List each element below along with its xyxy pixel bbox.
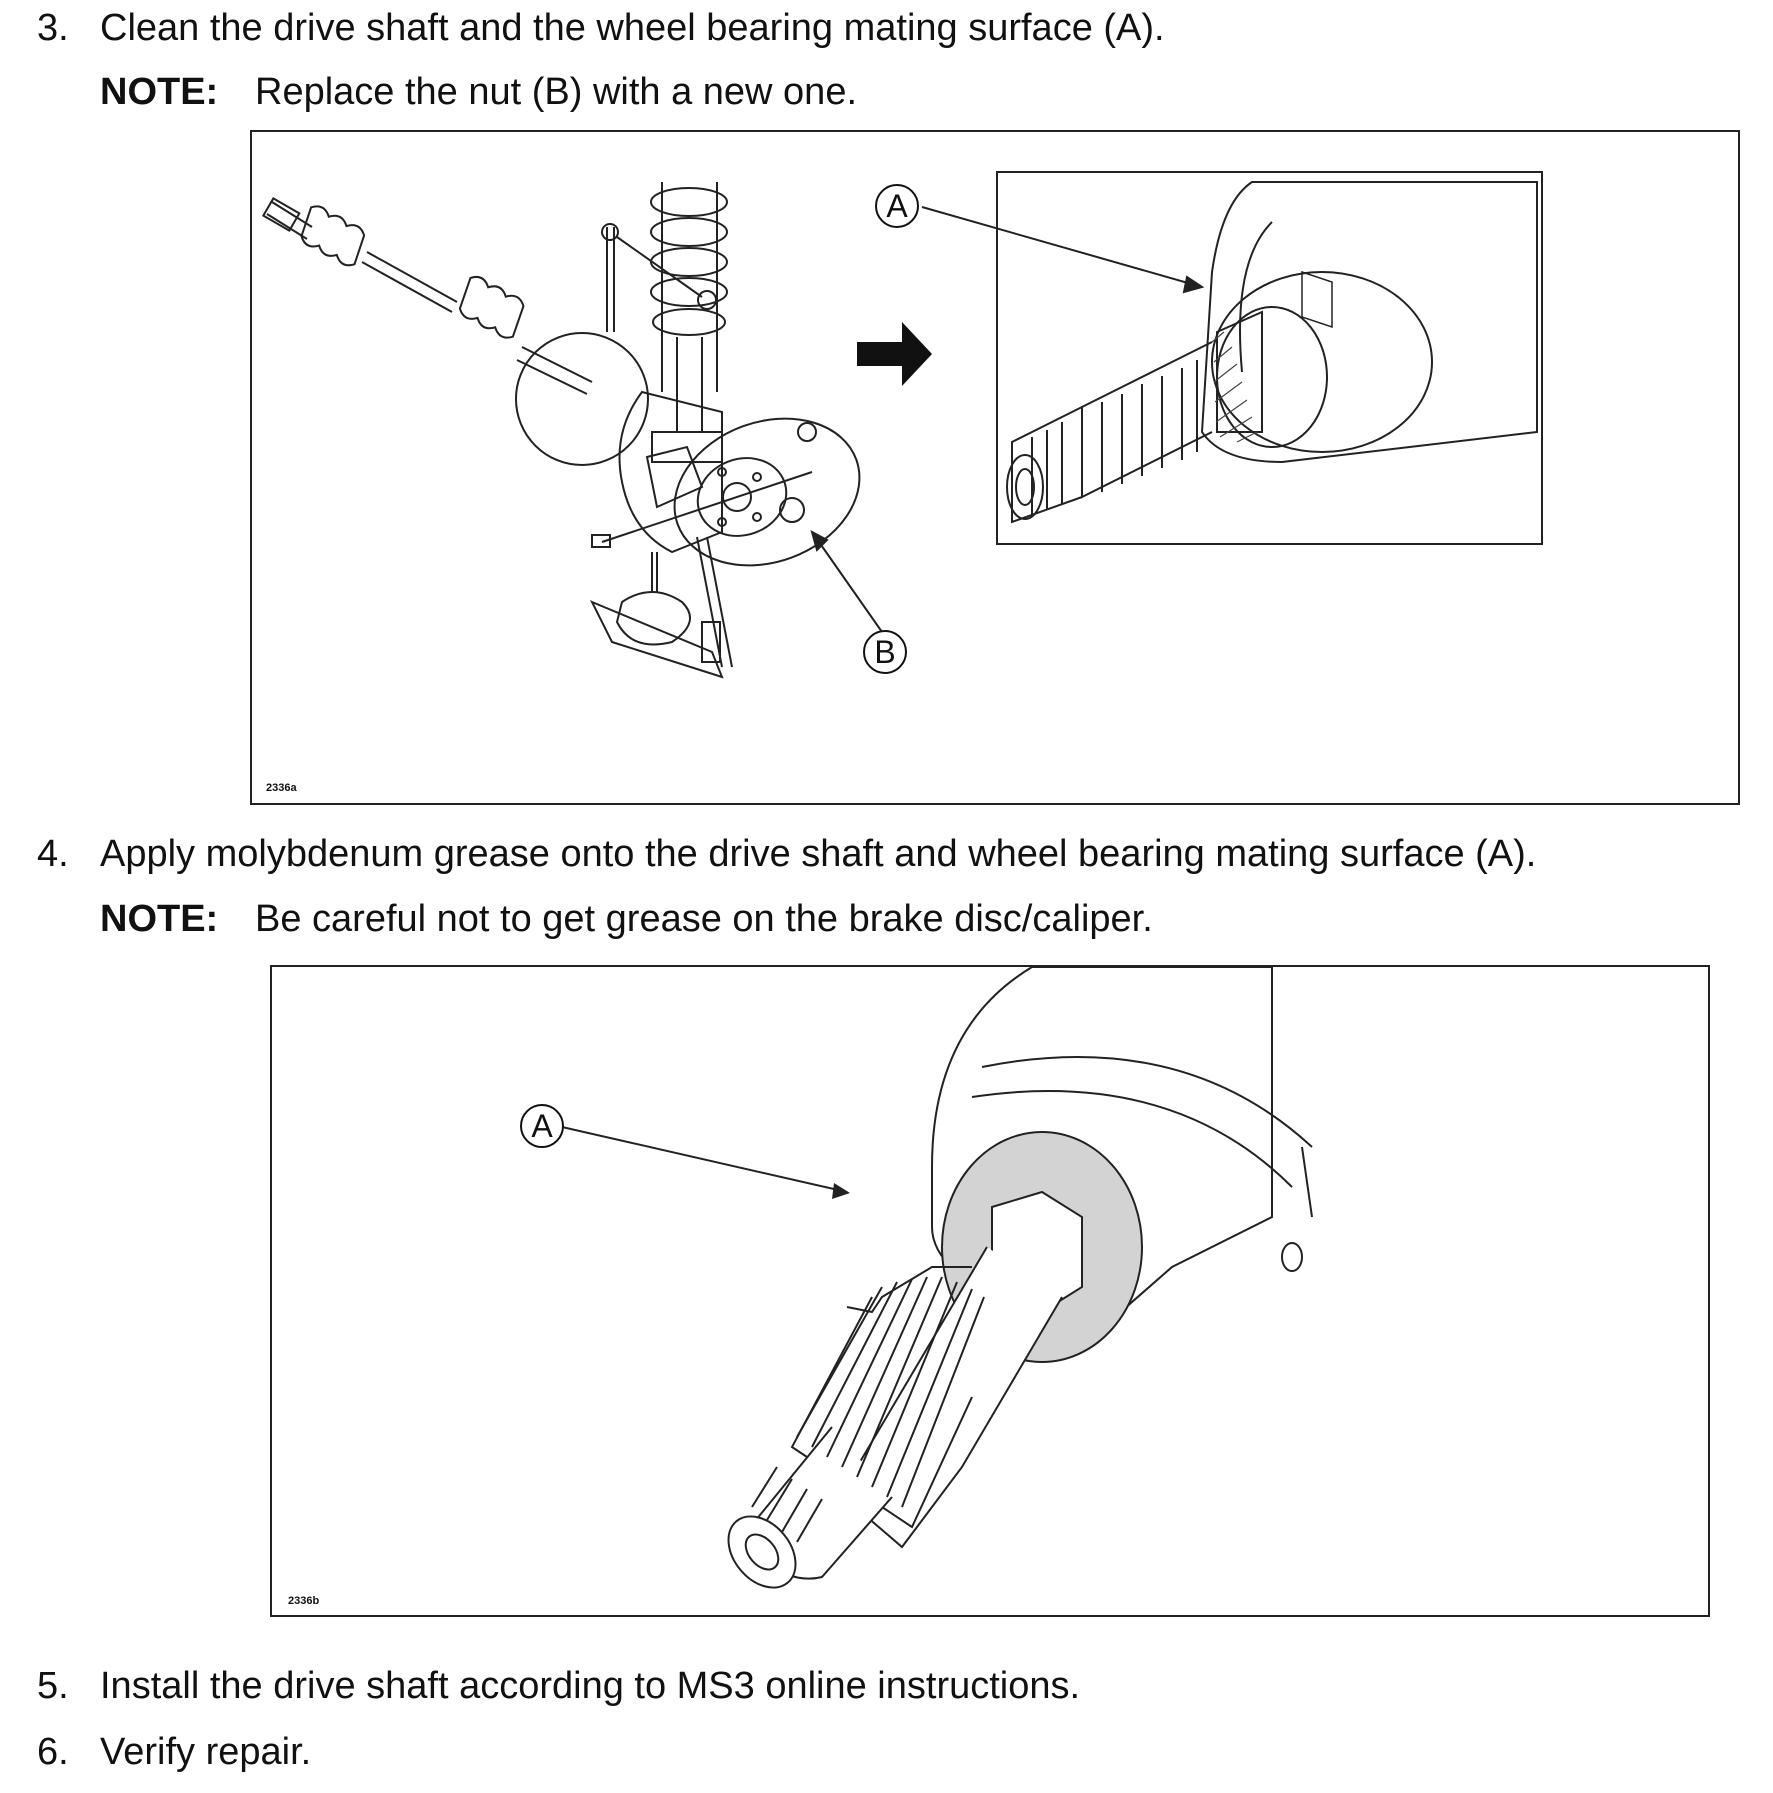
step-text: Apply molybdenum grease onto the drive s…: [100, 833, 1537, 875]
callout-b-arrowhead: [810, 530, 829, 552]
callout-b: B: [863, 630, 907, 674]
figure-code: 2336b: [288, 1595, 320, 1607]
step-4-note: NOTE: Be careful not to get grease on the…: [100, 897, 1153, 941]
knuckle-disc-drawing: [591, 390, 861, 668]
step-6: 6. Verify repair.: [37, 1730, 311, 1774]
cv-joint-detail-drawing: [1006, 181, 1538, 524]
step-4: 4. Apply molybdenum grease onto the drive…: [37, 832, 1536, 876]
note-text: Be careful not to get grease on the brak…: [255, 898, 1153, 940]
step-5: 5. Install the drive shaft according to M…: [37, 1664, 1080, 1708]
note-text: Replace the nut (B) with a new one.: [255, 71, 858, 113]
callout-a-arrowhead: [832, 1183, 850, 1199]
callout-a-leader: [921, 206, 1203, 288]
figure-grease-application: A 2336b: [270, 965, 1710, 1617]
step-number: 3.: [37, 7, 69, 49]
step-3: 3. Clean the drive shaft and the wheel be…: [37, 6, 1165, 50]
suspension-illustration: [261, 171, 1543, 679]
step-text: Install the drive shaft according to MS3…: [100, 1665, 1081, 1707]
note-label: NOTE:: [100, 898, 219, 940]
step-text: Verify repair.: [100, 1731, 312, 1773]
hatched-surface: [1211, 331, 1258, 443]
detail-frame: [996, 171, 1543, 545]
step-number: 5.: [37, 1665, 69, 1707]
big-arrow-right-icon: [857, 322, 932, 386]
callout-a-leader: [561, 1126, 848, 1193]
step-number: 4.: [37, 833, 69, 875]
step-3-note: NOTE: Replace the nut (B) with a new one.: [100, 70, 857, 114]
callout-b-leader: [811, 531, 883, 633]
spline-shaft-drawing: [727, 1190, 1083, 1589]
step-text: Clean the drive shaft and the wheel bear…: [100, 7, 1165, 49]
grease-illustration: [561, 967, 1313, 1589]
figure-code: 2336a: [266, 782, 297, 794]
lower-arm-drawing: [589, 552, 724, 679]
step-number: 6.: [37, 1731, 69, 1773]
callout-a: A: [875, 184, 919, 228]
drive-shaft-drawing: [261, 196, 649, 466]
callout-a-arrowhead: [1182, 275, 1205, 294]
note-label: NOTE:: [100, 71, 219, 113]
coil-spring-drawing: [650, 182, 728, 463]
callout-a: A: [520, 1104, 564, 1148]
figure-suspension-overview: A B 2336a: [250, 130, 1740, 805]
